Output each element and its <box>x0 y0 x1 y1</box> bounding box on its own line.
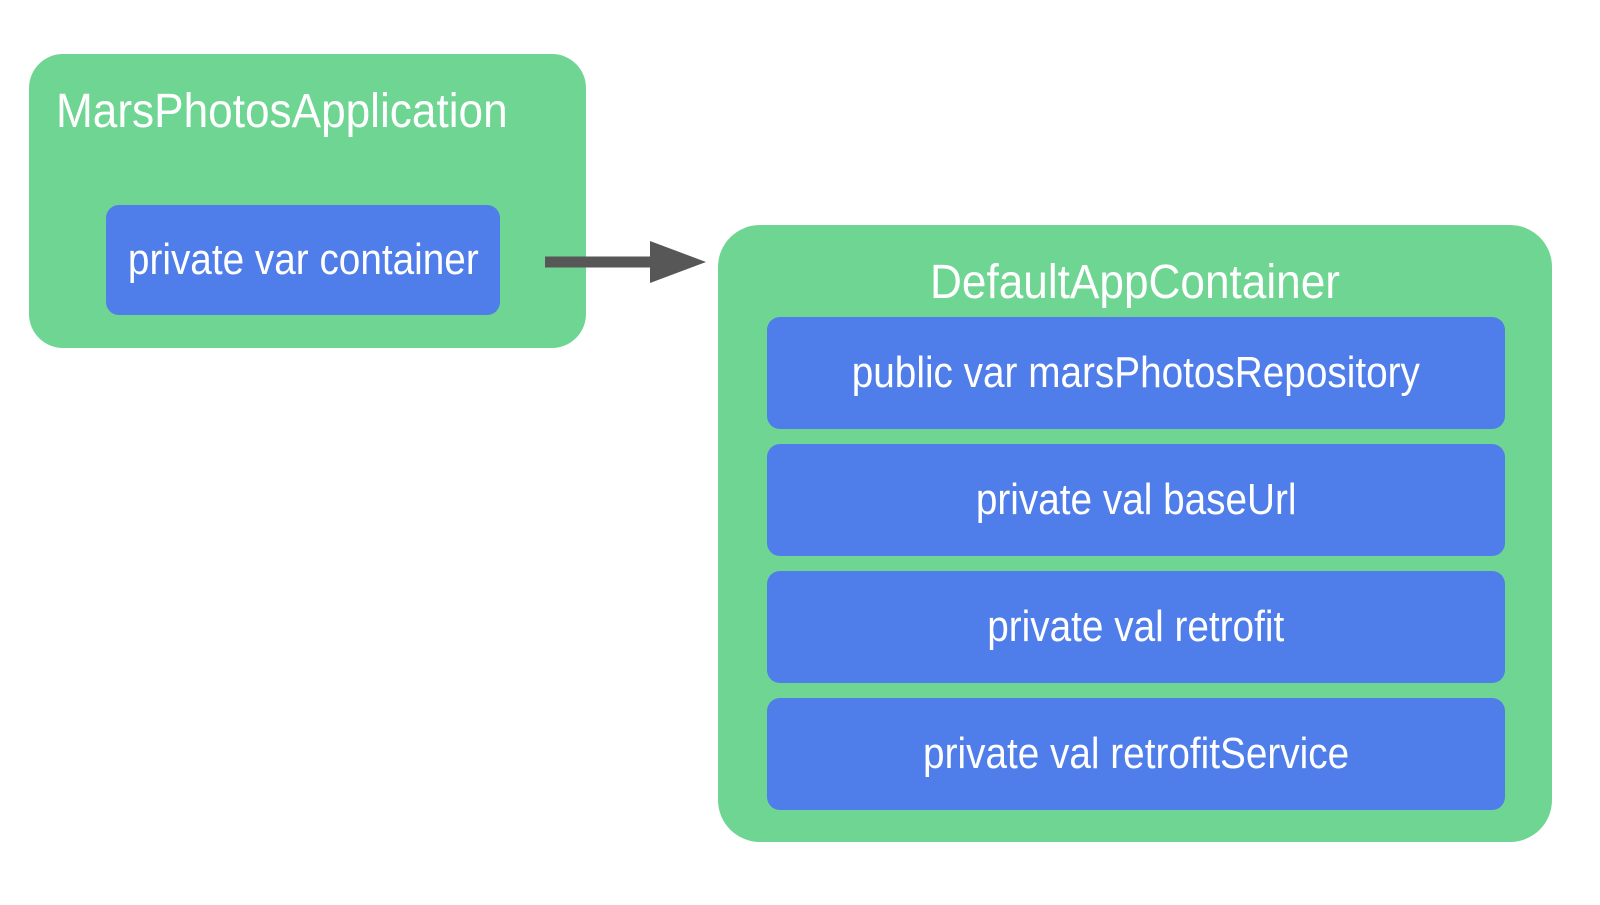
field-label: private val baseUrl <box>975 475 1297 524</box>
field-private-val-retrofit: private val retrofit <box>767 571 1505 683</box>
arrow-right-connector-icon <box>545 241 706 283</box>
container-box-title: DefaultAppContainer <box>930 256 1340 309</box>
field-label: private val retrofit <box>987 602 1285 651</box>
field-label: private var container <box>127 235 479 284</box>
arrow-head <box>650 241 706 283</box>
field-label: private val retrofitService <box>922 729 1350 778</box>
field-public-var-mars-photos-repository: public var marsPhotosRepository <box>767 317 1505 429</box>
field-private-val-base-url: private val baseUrl <box>767 444 1505 556</box>
default-app-container-box: DefaultAppContainer public var marsPhoto… <box>718 225 1552 842</box>
mars-photos-application-box: MarsPhotosApplication private var contai… <box>29 54 586 348</box>
field-private-var-container: private var container <box>106 205 500 315</box>
field-private-val-retrofit-service: private val retrofitService <box>767 698 1505 810</box>
field-label: public var marsPhotosRepository <box>851 348 1421 397</box>
app-box-title: MarsPhotosApplication <box>56 85 508 138</box>
